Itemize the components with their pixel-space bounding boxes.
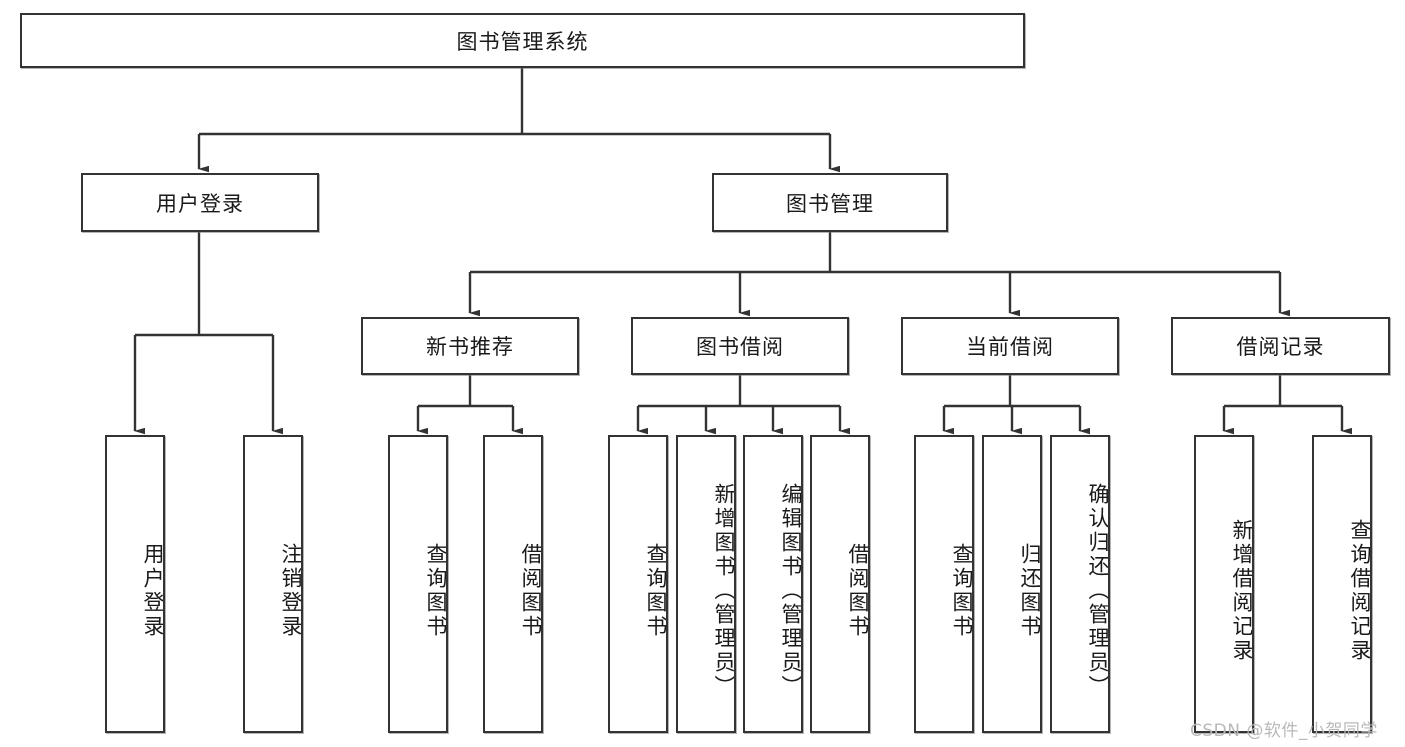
node-book-borrow[interactable]: 图书借阅 [631,317,849,375]
leaf-edit-book-admin[interactable]: 编辑图书（管理员） [743,435,803,733]
leaf-query-book-borrow[interactable]: 查询图书 [608,435,668,733]
node-user-login[interactable]: 用户登录 [81,173,319,232]
leaf-user-login[interactable]: 用户登录 [105,435,165,733]
csdn-watermark: CSDN @软件_小贺同学 [1190,721,1378,741]
leaf-borrow-book[interactable]: 借阅图书 [810,435,870,733]
leaf-logout-login[interactable]: 注销登录 [243,435,303,733]
node-root-system[interactable]: 图书管理系统 [20,13,1025,68]
leaf-query-book-current[interactable]: 查询图书 [914,435,974,733]
leaf-confirm-return-admin[interactable]: 确认归还（管理员） [1050,435,1110,733]
leaf-add-borrow-record[interactable]: 新增借阅记录 [1194,435,1254,733]
leaf-return-book[interactable]: 归还图书 [982,435,1042,733]
leaf-query-borrow-record[interactable]: 查询借阅记录 [1312,435,1372,733]
leaf-add-book-admin[interactable]: 新增图书（管理员） [676,435,736,733]
leaf-borrow-book-newbook[interactable]: 借阅图书 [483,435,543,733]
node-book-management[interactable]: 图书管理 [712,173,948,232]
leaf-query-book-newbook[interactable]: 查询图书 [388,435,448,733]
node-new-book-recommend[interactable]: 新书推荐 [361,317,579,375]
node-current-borrow[interactable]: 当前借阅 [901,317,1119,375]
node-borrow-record[interactable]: 借阅记录 [1171,317,1390,375]
